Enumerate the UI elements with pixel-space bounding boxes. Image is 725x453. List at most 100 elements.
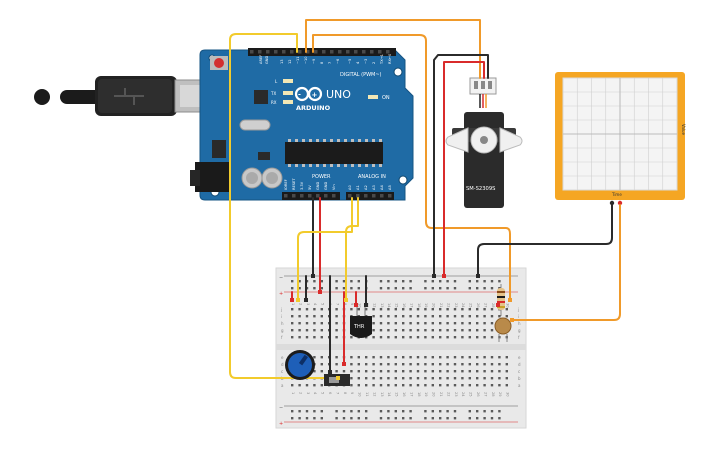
breadboard-row-label: g: [518, 328, 521, 333]
digital-pin-label: 8: [320, 61, 324, 64]
brand-label: ARDUINO: [296, 104, 331, 112]
voltage-regulator: [212, 140, 226, 158]
thermistor: THR: [350, 305, 372, 338]
breadboard-column-label: 11: [365, 392, 369, 397]
digital-pin-label: ~6: [336, 58, 340, 64]
wire-end: [364, 303, 368, 307]
model-label: UNO: [326, 88, 351, 101]
power-pin-label: IOREF: [284, 179, 288, 190]
breadboard-column-label: 6: [328, 392, 332, 395]
breadboard-column-label: 30: [506, 303, 510, 308]
breadboard-column-label: 12: [372, 392, 376, 397]
arduino-logo: - + ARDUINO UNO: [294, 86, 351, 112]
breadboard-row-label: i: [281, 314, 282, 319]
servo-label: SM-S2309S: [466, 186, 495, 192]
breadboard-column-label: 1: [291, 303, 295, 305]
breadboard-column-label: 7: [335, 392, 339, 394]
breadboard-column-label: 17: [409, 303, 413, 308]
breadboard-column-label: 28: [491, 303, 495, 308]
breadboard-row-label: i: [518, 314, 519, 319]
breadboard-column-label: 5: [321, 392, 325, 394]
breadboard-column-label: 2: [298, 392, 302, 394]
breadboard-column-label: 29: [498, 392, 502, 397]
board-leds: L TX RX ON: [270, 79, 390, 105]
breadboard-column-label: 20: [432, 303, 436, 308]
wire-end: [496, 303, 500, 307]
svg-text:+: +: [312, 91, 318, 99]
breadboard-row-label: h: [518, 321, 521, 326]
breadboard-column-label: 18: [417, 392, 421, 397]
breadboard-column-label: 25: [469, 303, 473, 308]
wire-end: [318, 290, 322, 294]
breadboard-column-label: 21: [439, 392, 443, 397]
plotter-x-label: Time: [611, 192, 622, 197]
svg-text:−: −: [279, 405, 283, 411]
wire-end: [311, 274, 315, 278]
breadboard-row-label: d: [518, 362, 521, 367]
breadboard-column-label: 30: [506, 392, 510, 397]
wire-orange-plotter: [511, 204, 621, 321]
breadboard-row-label: f: [281, 335, 283, 340]
breadboard-column-label: 22: [446, 392, 450, 397]
breadboard-column-label: 16: [402, 303, 406, 308]
small-chip: [258, 152, 270, 160]
analog-pin-label: A0: [348, 185, 352, 190]
power-pin-label: GND: [324, 182, 328, 190]
breadboard-column-label: 14: [387, 303, 391, 308]
svg-text:−: −: [279, 275, 283, 281]
breadboard-column-label: 8: [343, 392, 347, 395]
breadboard-column-label: 15: [395, 392, 399, 397]
servo-horn: [445, 126, 523, 154]
photoresistor: [494, 317, 512, 342]
breadboard-column-label: 16: [402, 392, 406, 397]
breadboard-column-label: 13: [380, 392, 384, 397]
plotter-y-label: Value: [681, 124, 686, 136]
breadboard-column-label: 23: [454, 303, 458, 308]
breadboard-column-label: 24: [461, 392, 465, 397]
reset-button[interactable]: [210, 56, 228, 70]
breadboard-column-label: 3: [306, 392, 310, 394]
breadboard-column-label: 17: [409, 392, 413, 397]
breadboard-column-label: 15: [395, 303, 399, 308]
breadboard: − + − + 12345678910111213141516171819202…: [275, 267, 527, 429]
breadboard-column-label: 19: [424, 303, 428, 308]
serial-plotter: Time Value: [555, 72, 686, 206]
plotter-terminal-in: [617, 200, 623, 206]
digital-pin-label: TX→1: [380, 54, 384, 65]
potentiometer[interactable]: [285, 350, 315, 380]
usb-cable: [34, 76, 208, 116]
wire-end: [328, 370, 332, 374]
digital-pin-label: ~3: [364, 59, 368, 64]
wire-end: [476, 274, 480, 278]
breadboard-column-label: 2: [298, 303, 302, 305]
wire-end: [354, 303, 358, 307]
digital-pin-label: 4: [356, 61, 360, 64]
breadboard-column-label: 4: [313, 392, 317, 395]
led-rx-label: RX: [271, 100, 277, 105]
breadboard-column-label: 24: [461, 303, 465, 308]
breadboard-column-label: 26: [476, 303, 480, 308]
breadboard-column-label: 18: [417, 303, 421, 308]
breadboard-column-label: 9: [350, 392, 354, 395]
wire-end: [304, 298, 308, 302]
breadboard-column-label: 25: [469, 392, 473, 397]
breadboard-column-label: 27: [483, 303, 487, 308]
breadboard-column-label: 26: [476, 392, 480, 397]
capacitor-1: [241, 167, 263, 189]
digital-pin-label: 2: [372, 62, 376, 64]
digital-pwm-label: DIGITAL (PWM~): [340, 72, 382, 78]
breadboard-column-label: 27: [483, 392, 487, 397]
on-label: ON: [382, 95, 390, 101]
wire-yellow-a1: [345, 197, 359, 301]
digital-pin-label: 12: [288, 59, 292, 64]
capacitor-2: [261, 167, 283, 189]
wire-orange-d9-servo: [305, 19, 481, 79]
svg-text:-: -: [298, 91, 301, 99]
breadboard-row-label: a: [518, 383, 521, 388]
power-pin-label: RESET: [292, 178, 296, 190]
breadboard-column-label: 1: [291, 392, 295, 394]
breadboard-row-label: a: [281, 383, 284, 388]
wire-orange-d10-led: [312, 34, 511, 301]
